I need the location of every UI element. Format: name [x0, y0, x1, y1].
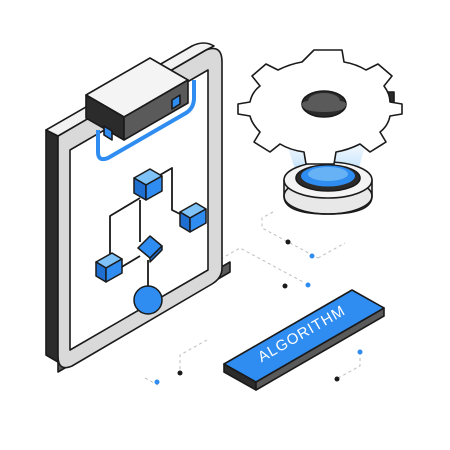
connector-dots — [154, 239, 363, 385]
algorithm-label-block — [223, 289, 385, 391]
gear-icon — [237, 49, 403, 165]
flowchart-icon — [95, 167, 207, 315]
clipboard-clip — [85, 57, 196, 162]
